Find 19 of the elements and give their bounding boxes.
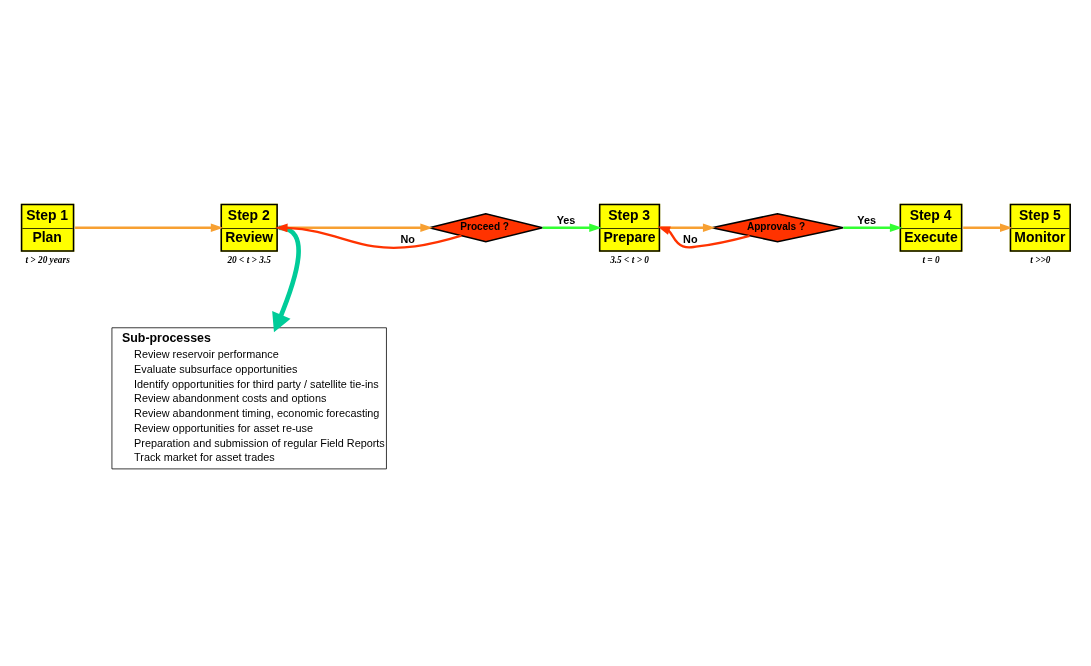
arrow — [657, 226, 750, 249]
node-label: t = 0 — [922, 255, 940, 266]
arrow — [275, 223, 462, 249]
node-label: t > 20 years — [25, 255, 70, 266]
node-label: 20 < t > 3.5 — [227, 255, 271, 266]
arrow — [963, 223, 1013, 233]
arrow — [272, 225, 301, 333]
arrow — [542, 223, 602, 233]
edge-label: No — [683, 232, 698, 245]
edge-label: No — [400, 232, 415, 245]
edge-label: Yes — [857, 214, 877, 227]
node-box: Sub-processes Review reservoir performance Evaluate subsurface opportunities Identify opportunities for third party / satellite tie-ins Review abandonment costs and options Review abandonment timing, economic forecasting Review opportunities for asset re-use Preparation and submission of regular Field Reports Track market for asset trades — [111, 327, 387, 470]
arrow — [75, 223, 224, 233]
node-label: 3.5 < t > 0 — [610, 255, 649, 266]
node-label: t >>0 — [1030, 255, 1051, 266]
edge-label: Yes — [556, 214, 576, 227]
node-diamond: Proceed ? — [428, 212, 544, 243]
node-diamond: Approvals ? — [711, 212, 845, 243]
arrow — [843, 223, 903, 233]
